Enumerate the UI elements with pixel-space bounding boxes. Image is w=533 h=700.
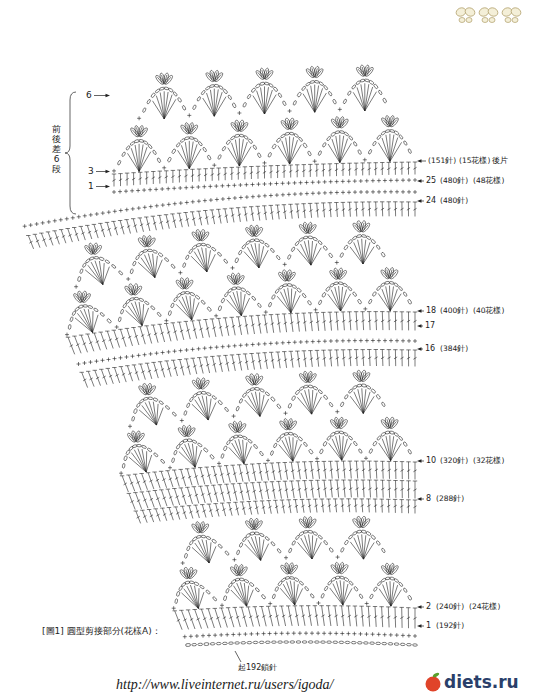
row-number: 1 bbox=[88, 182, 94, 191]
pattern-count: (48花樣) bbox=[473, 177, 504, 185]
row-number: 16 bbox=[425, 345, 435, 353]
row-number: 8 bbox=[426, 495, 431, 503]
pattern-count: (40花樣) bbox=[473, 307, 504, 315]
stitch-count: (288針) bbox=[436, 495, 464, 503]
stitch-count: (400針) bbox=[440, 307, 468, 315]
apple-logo bbox=[426, 672, 441, 692]
vertical-note: 前後差6段 bbox=[52, 125, 61, 174]
stitch-count: (480針) bbox=[440, 197, 468, 205]
figure-caption: [圖1] 圓型剪接部分(花樣A)： bbox=[40, 626, 163, 637]
pattern-count: (24花樣) bbox=[469, 603, 500, 611]
arrow-heads bbox=[106, 94, 422, 628]
row-number: 18 bbox=[426, 307, 436, 315]
row-number: 2 bbox=[426, 603, 431, 611]
foundation-note: 起192鎖針 bbox=[238, 664, 277, 672]
pattern-count: (15花樣) bbox=[459, 157, 490, 165]
site-watermark: diets.ru bbox=[444, 674, 519, 691]
url-watermark: http://www.liveinternet.ru/users/igoda/ bbox=[116, 678, 334, 692]
row-number: 10 bbox=[426, 457, 436, 465]
row-number: 6 bbox=[86, 91, 92, 100]
row-number: 3 bbox=[88, 167, 94, 176]
stitch-count: (192針) bbox=[436, 622, 464, 630]
row-number: 1 bbox=[426, 622, 431, 630]
piece-name: 後片 bbox=[492, 157, 508, 165]
row-number: 17 bbox=[425, 322, 435, 330]
row-number: 25 bbox=[426, 177, 436, 185]
row-number: 24 bbox=[426, 197, 436, 205]
stitch-count: (480針) bbox=[440, 177, 468, 185]
stitch-count: (151針) bbox=[428, 157, 456, 165]
stitch-count: (240針) bbox=[436, 603, 464, 611]
stitch-count: (320針) bbox=[440, 457, 468, 465]
butterfly-ornament bbox=[455, 6, 522, 22]
leader-lines bbox=[65, 92, 426, 662]
stitch-count: (384針) bbox=[440, 345, 468, 353]
pattern-count: (32花樣) bbox=[473, 457, 504, 465]
stitch-symbols bbox=[23, 65, 418, 646]
